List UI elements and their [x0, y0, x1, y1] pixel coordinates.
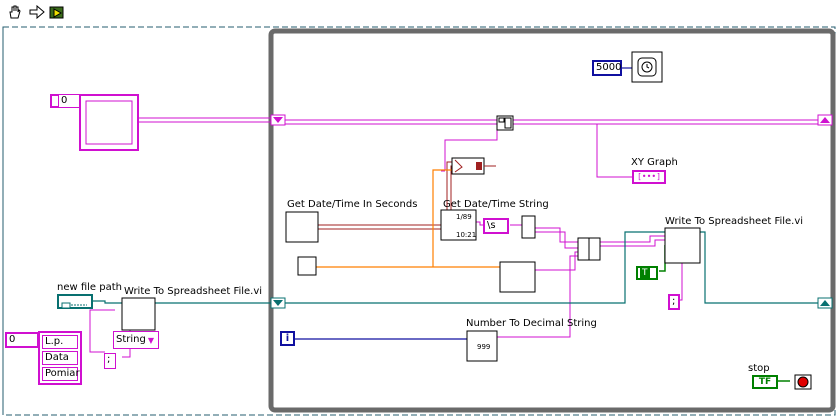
- iteration-terminal: i: [280, 331, 295, 346]
- true-constant[interactable]: T: [636, 266, 658, 280]
- get-date-string-node: [440, 209, 477, 241]
- label-xy-graph: XY Graph: [631, 157, 678, 168]
- format-type-value: String: [116, 334, 146, 345]
- file-path-icon: [61, 302, 87, 309]
- label-get-date-seconds: Get Date/Time In Seconds: [287, 199, 418, 210]
- label-write-spreadsheet-outer: Write To Spreadsheet File.vi: [124, 286, 263, 297]
- header-item-data[interactable]: Data: [42, 351, 78, 365]
- random-number-node: [297, 256, 317, 276]
- label-number-to-decimal: Number To Decimal String: [466, 318, 597, 329]
- header-array: L.p. Data Pomiar: [38, 331, 82, 385]
- hand-tool-icon[interactable]: [4, 2, 26, 22]
- label-write-spreadsheet-inner: Write To Spreadsheet File.vi: [665, 216, 804, 227]
- label-get-date-string: Get Date/Time String: [443, 199, 549, 210]
- stop-terminal[interactable]: TF: [752, 375, 778, 389]
- format-into-string-node: [499, 261, 536, 293]
- separator-inner-constant[interactable]: ;: [668, 294, 680, 310]
- chevron-down-icon: ▼: [147, 335, 154, 345]
- wait-ms-constant[interactable]: 5000: [592, 60, 622, 76]
- write-spreadsheet-inner-node: [664, 227, 701, 264]
- seconds-icon-text: 1/89: [456, 213, 472, 221]
- label-new-file-path: new file path: [57, 282, 122, 293]
- header-array-index[interactable]: 0: [5, 332, 39, 348]
- write-spreadsheet-outer-node: [121, 297, 156, 331]
- arrow-icon[interactable]: [26, 2, 48, 22]
- wire-filepath: [93, 300, 122, 304]
- time-icon-text: 10:21: [456, 231, 477, 239]
- concat-node: [521, 215, 536, 239]
- true-constant-label: T: [640, 268, 650, 278]
- header-item-lp[interactable]: L.p.: [42, 335, 78, 349]
- header-item-pomiar[interactable]: Pomiar: [42, 367, 80, 381]
- highlight-execution-icon[interactable]: [46, 2, 68, 22]
- separator-outer-constant[interactable]: ;: [104, 353, 116, 369]
- label-stop: stop: [748, 363, 770, 374]
- number-to-decimal-node: [466, 330, 498, 362]
- file-path-terminal[interactable]: [57, 294, 93, 309]
- array-index-value: 0: [58, 94, 80, 108]
- build-array-top: [496, 115, 514, 131]
- toolbar: [0, 0, 70, 24]
- xy-graph-terminal[interactable]: [•••]: [632, 170, 666, 184]
- stop-condition: [794, 374, 812, 390]
- escape-s-constant[interactable]: \s: [483, 218, 509, 234]
- while-loop-frame: [268, 28, 836, 413]
- get-seconds-node: [285, 211, 319, 243]
- num-to-str-icon-text: 999: [477, 343, 491, 351]
- format-type-dropdown[interactable]: String ▼: [113, 331, 159, 349]
- bundle-node: [451, 157, 496, 175]
- build-array-middle: [577, 237, 601, 261]
